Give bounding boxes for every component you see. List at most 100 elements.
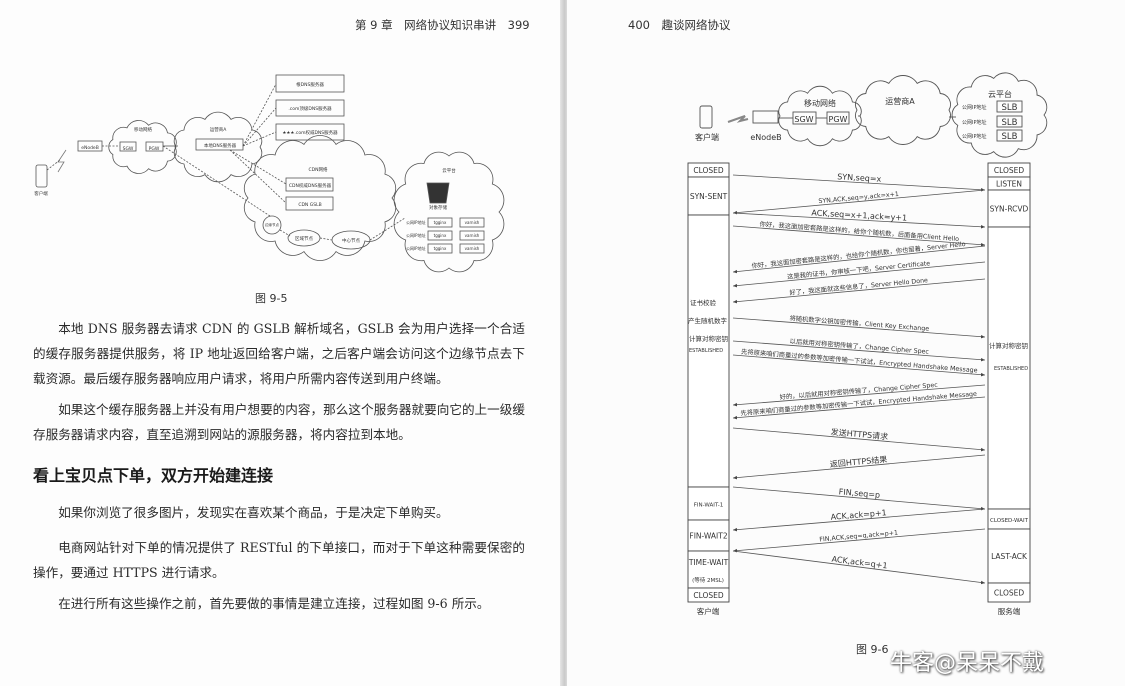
- label-pgw: PGW: [829, 115, 848, 124]
- message-label: FIN,ACK,seq=q,ack=p+1: [819, 530, 898, 544]
- message-label: 你好，我这面加密套路是这样的，也给你个随机数，你也留着，Server Hello: [751, 239, 966, 270]
- label-storage: 对象存储: [429, 204, 447, 211]
- message-arrow: [732, 384, 986, 407]
- slb-box: [996, 100, 1023, 113]
- label-cdn-dns: CDN权威DNS服务器: [289, 182, 332, 189]
- message-arrow: [732, 225, 986, 247]
- server-state-label: CLOSED: [994, 166, 1025, 175]
- message-label: ACK,seq=x+1,ack=y+1: [811, 208, 907, 222]
- cdn-gslb-box: [285, 196, 334, 211]
- message-arrow: [732, 189, 986, 215]
- dashed-link: [242, 131, 277, 147]
- dashed-link: [162, 145, 271, 217]
- dashed-link: [229, 149, 287, 185]
- label-cdn-gslb: CDN GSLB: [298, 202, 321, 208]
- client-state-box: [687, 176, 730, 216]
- nginx-box: [427, 243, 453, 254]
- running-head: 400 趣谈网络协议: [628, 18, 731, 32]
- watermark: 牛客@呆呆不戴: [890, 651, 1045, 676]
- label-mobile-net: 移动网络: [804, 98, 836, 108]
- label-pgw: PGW: [149, 146, 160, 152]
- varnish-box: [459, 230, 485, 241]
- slb-box: [996, 115, 1023, 128]
- label-region: 区域节点: [295, 235, 313, 242]
- label-sgw: SGW: [794, 115, 813, 124]
- cloud-shape: [108, 120, 177, 174]
- dashed-link: [242, 107, 277, 147]
- client-state-label: SYN-SENT: [690, 192, 728, 201]
- message-label: 你好，我这面加密套路是这样的，给你个随机数，后面备用Client Hello: [759, 219, 959, 243]
- label-carrier: 运营商A: [210, 126, 227, 133]
- nginx-box: [427, 230, 453, 241]
- label-nginx: tgginx: [434, 220, 447, 225]
- message-arrow: [732, 245, 986, 274]
- label-public-ip: 公网IP地址: [962, 104, 987, 111]
- client-state-label: FIN-WAIT-1: [694, 503, 724, 509]
- label-sgw: SGW: [123, 146, 134, 152]
- server-state-label: CLOSED: [994, 589, 1025, 598]
- note-gen-random: 产生随机数字: [688, 316, 728, 325]
- label-public-ip: 公网IP地址: [406, 245, 426, 251]
- cloud-shape: [951, 72, 1048, 158]
- label-edge: 边缘节点: [265, 222, 279, 227]
- paragraph: 如果你浏览了很多图片，发现实在喜欢某个商品，于是决定下单购买。: [58, 505, 449, 520]
- server-state-box: [987, 582, 1031, 603]
- label-varnish: varnish: [465, 220, 480, 225]
- paragraph: 如果这个缓存服务器上并没有用户想要的内容，那么这个服务器就要向它的上一级缓存服务…: [33, 402, 525, 442]
- message-label: ACK,ack=q+1: [831, 555, 888, 571]
- message-arrow: [732, 396, 986, 420]
- note-established: ESTABLISHED: [689, 348, 723, 354]
- message-arrow: [732, 528, 986, 553]
- server-label: 服务端: [998, 606, 1021, 616]
- phone-icon: [699, 105, 713, 129]
- cloud-shape: [173, 111, 263, 183]
- message-arrow: [732, 454, 986, 480]
- pgw-box: [145, 141, 164, 152]
- client-state-label: TIME-WAIT: [688, 558, 729, 567]
- paragraph: 电商网站针对下单的情况提供了 RESTful 的下单接口，而对于下单这种需要保密…: [33, 540, 525, 580]
- note-2msl: (等待 2MSL): [692, 576, 724, 584]
- note-cert-verify: 证书校验: [690, 298, 717, 307]
- cloud-shape: [778, 85, 862, 147]
- label-public-ip: 公网IP地址: [406, 219, 426, 225]
- label-cloud: 云平台: [988, 89, 1012, 99]
- label-local-dns: 本地DNS服务器: [204, 142, 237, 149]
- client-state-box: [687, 214, 730, 488]
- client-state-label: FIN-WAIT2: [689, 532, 727, 541]
- server-state-box: [987, 226, 1031, 510]
- message-arrow: [732, 278, 986, 304]
- left-page: 第 9 章 网络协议知识串讲 399 客户端 eNodeB 移动网络 SGW P…: [33, 18, 530, 611]
- label-public-ip: 公网IP地址: [962, 119, 987, 126]
- note-compute-key: 计算对称密钥: [689, 334, 728, 343]
- figure-caption: 图 9-6: [856, 643, 889, 656]
- message-arrow: [732, 340, 986, 362]
- cloud-shape: [855, 75, 951, 145]
- dashed-link: [242, 83, 277, 147]
- label-enodeb: eNodeB: [750, 133, 781, 142]
- section-heading: 看上宝贝点下单，双方开始建连接: [33, 466, 274, 485]
- label-nginx: tgginx: [434, 246, 447, 251]
- client-state-label: CLOSED: [693, 591, 724, 600]
- message-arrow: [732, 508, 986, 532]
- label-cloud: 云平台: [442, 167, 456, 174]
- message-label: SYN,ACK,seq=y,ack=x+1: [818, 191, 899, 205]
- cloud-shape: [243, 135, 397, 261]
- label-varnish: varnish: [465, 246, 480, 251]
- right-page: 400 趣谈网络协议: [567, 0, 1125, 686]
- phone-icon: [35, 164, 48, 188]
- message-arrow: [732, 427, 986, 452]
- message-arrow: [732, 212, 986, 229]
- server-state-label: LISTEN: [996, 180, 1022, 189]
- label-client: 客户端: [34, 190, 48, 197]
- label-varnish: varnish: [465, 233, 480, 238]
- label-nginx: tgginx: [434, 233, 447, 238]
- storage-bucket-icon: [426, 182, 450, 204]
- message-arrow: [732, 550, 986, 585]
- label-enodeb: eNodeB: [81, 145, 99, 151]
- message-label: 以后就用对称密钥传输了，Change Cipher Spec: [789, 336, 929, 356]
- message-label: FIN,seq=p: [838, 487, 880, 500]
- label-client: 客户端: [695, 132, 719, 142]
- client-state-box: [687, 587, 730, 603]
- label-center: 中心节点: [342, 237, 360, 244]
